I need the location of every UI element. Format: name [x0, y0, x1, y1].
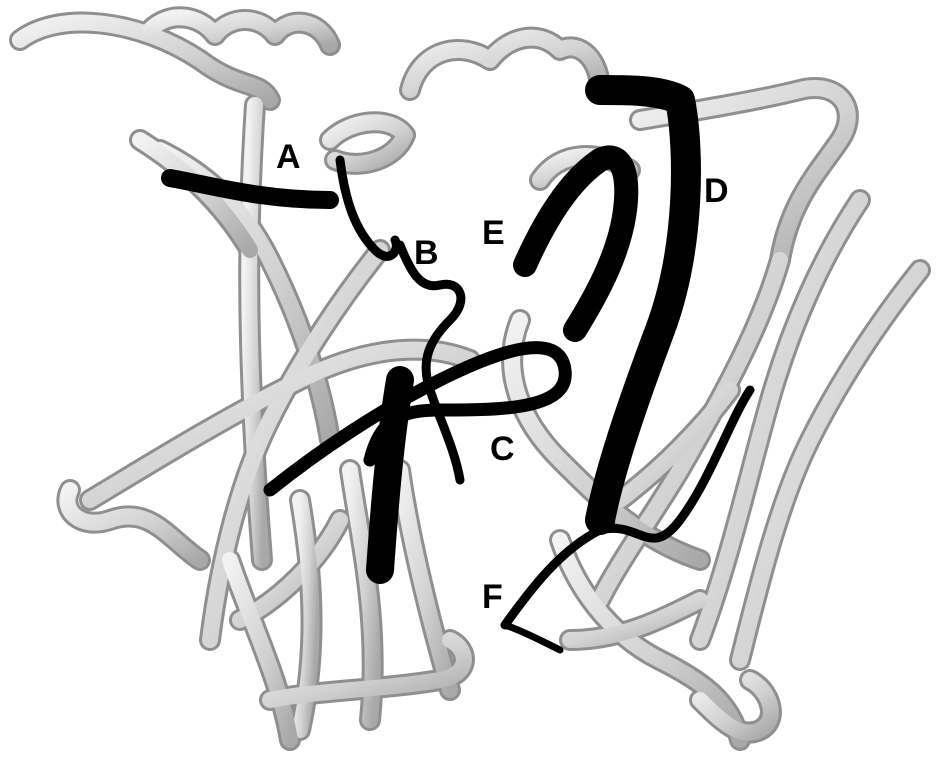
segment-f-tail — [505, 625, 560, 650]
region-label-c: C — [490, 432, 515, 466]
segment-c-strand — [380, 380, 400, 570]
region-label-a: A — [276, 140, 301, 174]
region-label-b: B — [414, 236, 439, 270]
region-label-e: E — [482, 216, 505, 250]
region-label-f: F — [482, 580, 503, 614]
right-domain-ribbons — [410, 38, 920, 740]
region-label-d: D — [704, 174, 729, 208]
